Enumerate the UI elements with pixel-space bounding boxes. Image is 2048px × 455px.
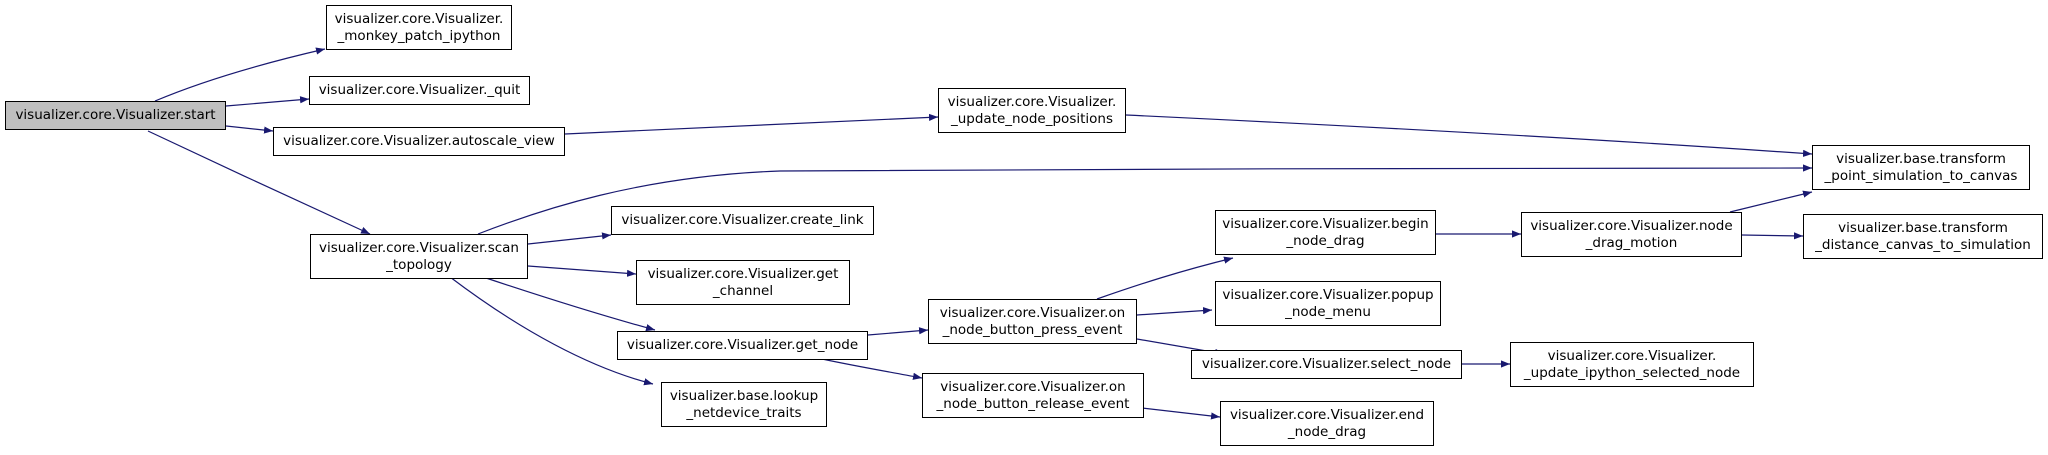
node-update-ipython-selected[interactable]: visualizer.core.Visualizer. _update_ipyt… — [1510, 342, 1754, 387]
edge-start-autoscale — [225, 125, 274, 134]
edge-drag-motion-transform-point — [1729, 190, 1813, 213]
node-popup-node-menu[interactable]: visualizer.core.Visualizer.popup _node_m… — [1215, 281, 1441, 326]
node-select-node[interactable]: visualizer.core.Visualizer.select_node — [1191, 350, 1462, 379]
edge-start-monkey-patch — [154, 47, 326, 102]
node-lookup-netdevice-traits[interactable]: visualizer.base.lookup _netdevice_traits — [661, 382, 827, 427]
node-scan-topology[interactable]: visualizer.core.Visualizer.scan _topolog… — [310, 234, 528, 279]
node-create-link[interactable]: visualizer.core.Visualizer.create_link — [611, 206, 874, 235]
node-end-node-drag[interactable]: visualizer.core.Visualizer.end _node_dra… — [1220, 401, 1434, 446]
node-update-node-positions[interactable]: visualizer.core.Visualizer. _update_node… — [938, 88, 1126, 133]
node-drag-motion[interactable]: visualizer.core.Visualizer.node _drag_mo… — [1521, 212, 1742, 257]
edge-scan-get-node — [482, 276, 656, 332]
node-quit[interactable]: visualizer.core.Visualizer._quit — [309, 76, 530, 105]
edge-on-release-end-drag — [1141, 407, 1221, 420]
node-get-node[interactable]: visualizer.core.Visualizer.get_node — [617, 331, 868, 360]
node-transform-point[interactable]: visualizer.base.transform _point_simulat… — [1812, 145, 2030, 190]
node-on-button-press[interactable]: visualizer.core.Visualizer.on _node_butt… — [928, 299, 1137, 344]
node-autoscale-view[interactable]: visualizer.core.Visualizer.autoscale_vie… — [273, 127, 565, 156]
edge-start-scan — [147, 130, 371, 235]
edge-scan-create-link — [527, 232, 612, 245]
edge-scan-lookup-traits — [449, 276, 654, 386]
node-start: visualizer.core.Visualizer.start — [5, 101, 226, 130]
node-on-button-release[interactable]: visualizer.core.Visualizer.on _node_butt… — [922, 373, 1144, 418]
edge-update-positions-transform-point — [1125, 114, 1813, 157]
edge-autoscale-update-positions — [564, 113, 939, 135]
edge-get-node-on-press — [867, 327, 929, 336]
edge-drag-motion-transform-distance — [1741, 232, 1804, 240]
edge-start-quit — [225, 96, 310, 107]
edge-scan-get-channel — [527, 265, 637, 277]
edge-on-press-popup — [1136, 307, 1213, 316]
edge-scan-transform-point — [477, 164, 1813, 235]
node-transform-distance[interactable]: visualizer.base.transform _distance_canv… — [1803, 214, 2043, 259]
node-begin-node-drag[interactable]: visualizer.core.Visualizer.begin _node_d… — [1215, 210, 1436, 255]
edge-get-node-on-release — [821, 358, 923, 380]
node-get-channel[interactable]: visualizer.core.Visualizer.get _channel — [636, 260, 850, 305]
node-monkey-patch-ipython[interactable]: visualizer.core.Visualizer. _monkey_patc… — [326, 5, 512, 50]
edge-on-press-begin-drag — [1096, 256, 1234, 300]
